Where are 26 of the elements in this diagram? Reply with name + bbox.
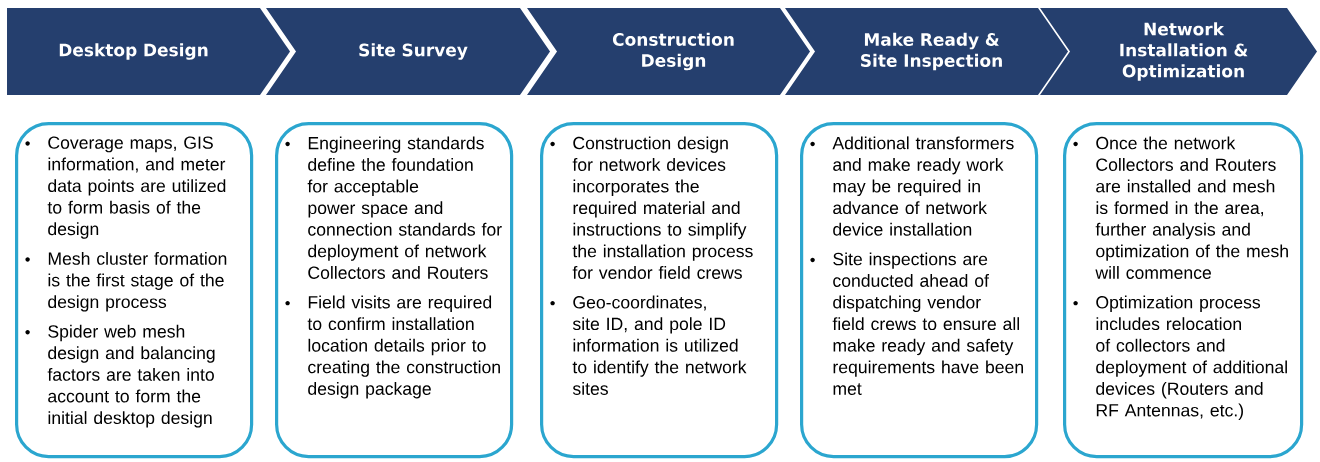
bullet-text: Field visits are required to confirm installation location details prior to creating the construction design package [307, 295, 500, 399]
bullet-text: Mesh cluster formation is the first stage of the design process [48, 251, 227, 312]
node-label: Network Installation & Optimization [1120, 22, 1248, 81]
node-label: Make Ready & Site Inspection [861, 32, 1002, 71]
bullet-text: Engineering standards define the foundation for acceptable power space and connection standards for deployment of network Collectors and Routers [307, 136, 502, 279]
text-panel [15, 122, 254, 459]
bullet-text: Once the network Collectors and Routers are installed and mesh is formed in the area, further analysis and optimization of the mesh will commence [1095, 136, 1288, 279]
step-banner: Construction Design [527, 8, 810, 95]
node-label: Construction Design [612, 32, 734, 71]
text-panel [275, 122, 514, 459]
step-banner: Make Ready & Site Inspection [785, 8, 1068, 95]
text-panel [540, 122, 779, 459]
bullet-text: Optimization process includes relocation of collectors and deployment of additional devices (Routers and RF Antennas, etc.) [1096, 295, 1287, 420]
bullet-text: Coverage maps, GIS information, and meter data points are utilized to form basis of the design [47, 136, 226, 239]
node-label: Desktop Design [59, 43, 208, 60]
bullet-text: Site inspections are conducted ahead of dispatching vendor field crews to ensure all make ready and safety requirements have been met [832, 252, 1023, 395]
node-label: Site Survey [359, 43, 468, 60]
bullet-text: Additional transformers and make ready work may be required in advance of network device installation [832, 136, 1014, 236]
step-banner: Site Survey [266, 8, 550, 95]
step-banner: Network Installation & Optimization [1040, 8, 1317, 95]
bullet-text: Geo-coordinates, site ID, and pole ID information is utilized to identify the network sites [572, 295, 747, 395]
bullet-text: Construction design for network devices incorporates the required material and instructions to simplify the installation process for vendor field crews [572, 136, 753, 279]
text-panel [800, 122, 1039, 459]
bullet-text: Spider web mesh design and balancing factors are taken into account to form the initial desktop design [47, 324, 215, 428]
step-banner: Desktop Design [7, 8, 290, 95]
text-panel [1063, 122, 1304, 459]
